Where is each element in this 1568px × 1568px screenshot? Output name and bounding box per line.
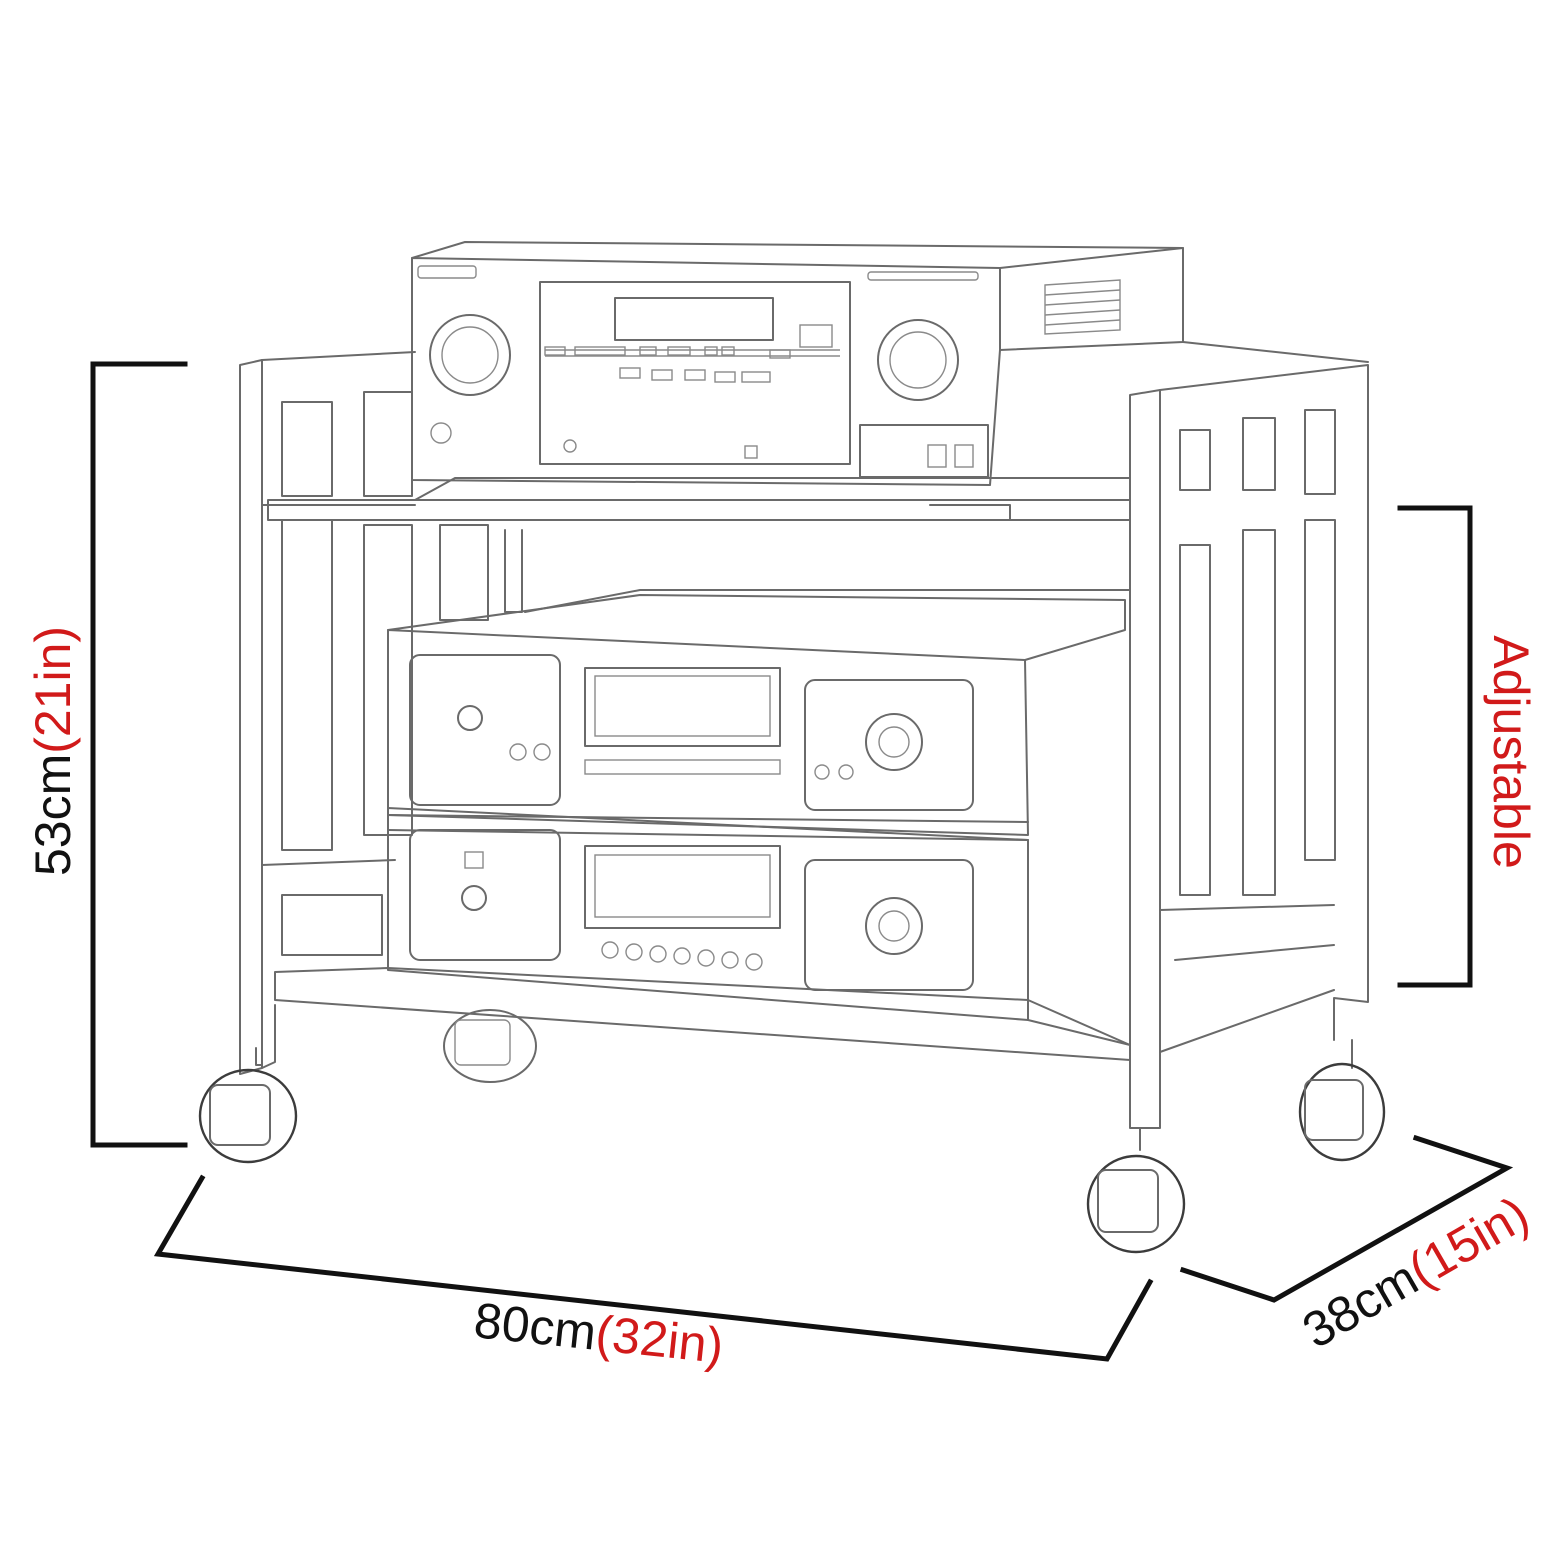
width-metric: 80cm (471, 1292, 598, 1360)
adjustable-bracket (1397, 505, 1473, 988)
caster-front-left (198, 1047, 298, 1164)
height-metric: 53cm (25, 754, 81, 876)
depth-imperial: (15in) (1399, 1186, 1538, 1298)
caster-front-right (1086, 1127, 1186, 1254)
middle-shelf (387, 589, 1131, 841)
width-label: 80cm(32in) (471, 1292, 726, 1374)
dimension-lines (90, 361, 1514, 1362)
cd-player-bottom-sketch (387, 807, 1029, 1021)
cd-player-middle-sketch (387, 594, 1126, 836)
height-label: 53cm(21in) (25, 626, 81, 876)
height-imperial: (21in) (25, 626, 81, 754)
depth-bracket (1179, 1134, 1514, 1303)
caster-back-left (443, 1009, 537, 1083)
right-side-frame (1129, 341, 1369, 1129)
height-bracket (90, 361, 188, 1148)
left-side-frame (239, 351, 523, 1075)
width-imperial: (32in) (593, 1305, 726, 1374)
width-bracket (153, 1174, 1154, 1362)
bottom-shelf (274, 967, 1131, 1061)
caster-back-right (1298, 1039, 1386, 1162)
audio-rack-sketch (198, 241, 1386, 1254)
av-receiver-sketch (411, 241, 1184, 486)
depth-label: 38cm(15in) (1293, 1186, 1538, 1360)
top-shelf (267, 477, 1131, 521)
adjustable-label: Adjustable (1483, 635, 1539, 869)
depth-metric: 38cm (1293, 1249, 1427, 1359)
